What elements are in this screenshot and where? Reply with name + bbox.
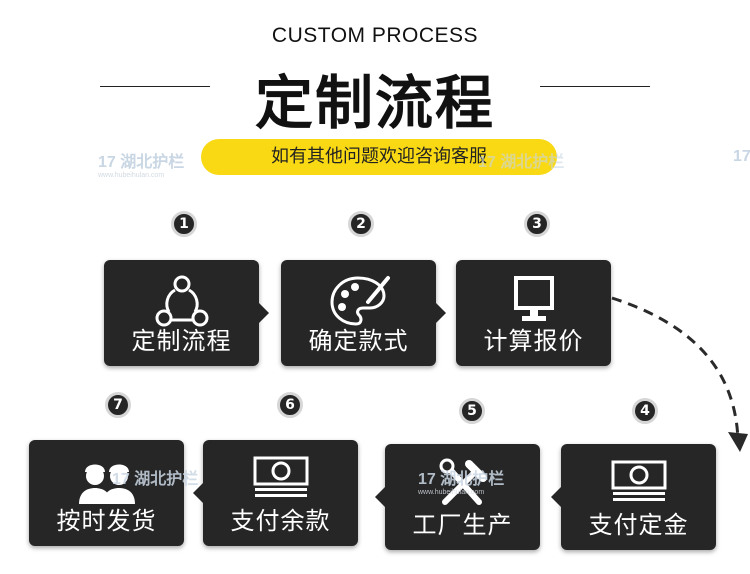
- arrow-right-icon: [436, 303, 446, 323]
- workers-icon: [78, 464, 135, 504]
- step-label: 工厂生产: [412, 511, 513, 539]
- header-divider-right: [540, 86, 650, 87]
- step-number-badge: 1: [171, 211, 197, 237]
- step-card-5: 工厂生产: [375, 444, 540, 550]
- step-card-6: 支付余款: [193, 440, 358, 546]
- subtitle-banner: 如有其他问题欢迎咨询客服: [201, 139, 557, 175]
- monitor-icon: [513, 276, 554, 321]
- watermark: 17 湖北护栏 www.hubeihulan.com: [418, 471, 505, 496]
- step-label: 计算报价: [483, 327, 584, 355]
- step-number-badge: 3: [524, 211, 550, 237]
- step-card-3: 计算报价: [456, 260, 611, 366]
- step-number-badge: 6: [277, 392, 303, 418]
- step-card-2: 确定款式: [281, 260, 446, 366]
- watermark: 17 湖北护栏: [478, 154, 565, 171]
- cash-icon: [611, 460, 666, 501]
- step-card-7: 按时发货: [29, 440, 184, 546]
- title-english: CUSTOM PROCESS: [271, 24, 479, 47]
- arrow-right-icon: [259, 303, 269, 323]
- palette-icon: [329, 276, 390, 326]
- watermark-edge: 17: [733, 148, 750, 165]
- step-label: 支付定金: [588, 511, 689, 539]
- arrow-left-icon: [551, 487, 561, 507]
- step-label: 确定款式: [308, 327, 409, 355]
- arrow-left-icon: [193, 483, 203, 503]
- cash-icon: [253, 456, 308, 497]
- step-label: 支付余款: [230, 507, 331, 535]
- step-number-badge: 7: [105, 392, 131, 418]
- arrow-left-icon: [375, 487, 385, 507]
- cycle-icon: [155, 275, 208, 327]
- page-title: 定制流程: [254, 69, 495, 137]
- step-number-badge: 2: [348, 211, 374, 237]
- step-number-badge: 5: [459, 398, 485, 424]
- watermark: 17 湖北护栏 www.hubeihulan.com: [98, 154, 185, 179]
- header-divider-left: [100, 86, 210, 87]
- watermark: 17 湖北护栏: [112, 471, 199, 488]
- step-card-4: 支付定金: [551, 444, 716, 550]
- step-label: 定制流程: [131, 327, 232, 355]
- step-number-badge: 4: [632, 398, 658, 424]
- step-label: 按时发货: [56, 507, 157, 535]
- tools-icon: [439, 458, 487, 505]
- step-card-1: 定制流程: [104, 260, 269, 366]
